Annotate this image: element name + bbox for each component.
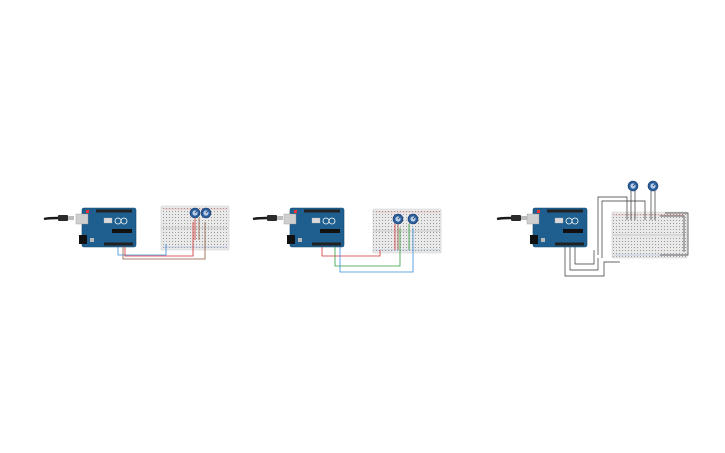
potentiometer-1a[interactable] [189, 207, 201, 219]
potentiometer-3b[interactable] [647, 180, 659, 192]
arduino-board-2[interactable] [283, 207, 345, 248]
potentiometer-2b[interactable] [407, 213, 419, 225]
arduino-board-3[interactable] [526, 207, 588, 248]
circuit-1 [42, 205, 230, 260]
circuit-2 [251, 207, 442, 273]
wires-1 [117, 218, 206, 260]
wires-3 [564, 191, 689, 277]
usb-cable-2 [251, 213, 285, 223]
potentiometer-1b[interactable] [200, 207, 212, 219]
breadboard-2[interactable] [372, 208, 442, 254]
breadboard-3[interactable] [611, 211, 688, 259]
potentiometer-2a[interactable] [392, 213, 404, 225]
potentiometer-3a[interactable] [627, 180, 639, 192]
arduino-board-1[interactable] [75, 207, 137, 248]
circuit-3 [495, 180, 689, 277]
usb-cable-1 [42, 213, 76, 223]
usb-cable-3 [495, 213, 529, 223]
wires-2 [321, 224, 414, 273]
